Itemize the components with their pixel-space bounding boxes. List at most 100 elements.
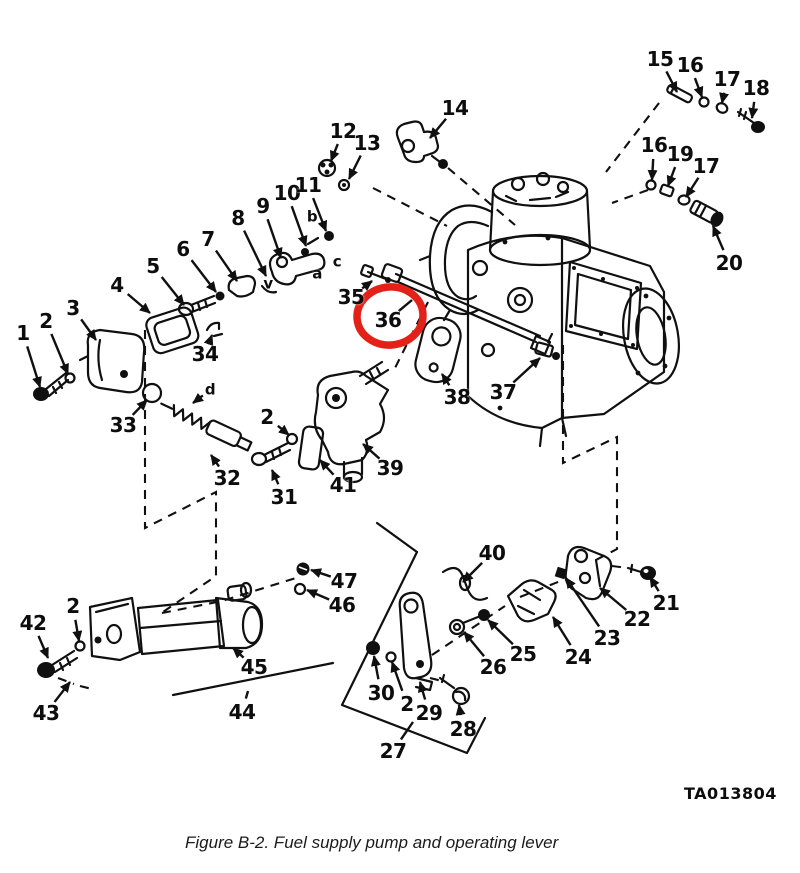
housing-39	[313, 360, 390, 484]
leader-7	[214, 249, 238, 282]
leader-2	[72, 619, 83, 642]
nut-47-slot	[298, 566, 308, 571]
leader-46	[306, 588, 330, 601]
leader-13	[347, 154, 362, 180]
leader-17	[719, 92, 729, 104]
nut-25	[478, 609, 490, 621]
leader-42	[37, 635, 50, 659]
leader-26	[463, 631, 485, 657]
cylinder-19	[659, 183, 675, 198]
fitting-14	[395, 120, 448, 169]
lever-9-assembly	[260, 231, 334, 294]
leader-15	[665, 70, 679, 93]
leader-35	[361, 280, 373, 292]
construction-lines	[57, 102, 660, 691]
ring-16b	[645, 179, 657, 191]
gasket-4	[145, 306, 200, 355]
leader-lines	[26, 70, 759, 741]
leader-33	[131, 399, 148, 416]
leader-23	[565, 577, 601, 628]
plug-20	[689, 199, 724, 227]
washer-2b	[285, 432, 299, 446]
leader-2	[390, 661, 404, 692]
leader-29	[417, 681, 428, 700]
leader-18	[748, 101, 759, 119]
bolt-31	[250, 441, 292, 467]
leader-28	[455, 704, 466, 716]
group-outlines	[171, 521, 487, 755]
leader-9	[266, 218, 283, 259]
leader-36	[397, 299, 413, 312]
leader-16	[647, 158, 658, 181]
clamp-24	[506, 579, 557, 623]
leader-34	[203, 334, 214, 347]
leader-40	[462, 562, 483, 583]
panel-44-outline	[171, 661, 335, 697]
leader-16	[693, 77, 704, 98]
leader-5	[160, 276, 185, 306]
leader-11	[311, 197, 328, 232]
leader-12	[329, 143, 340, 162]
ring-17b	[677, 194, 691, 206]
leader-10	[290, 205, 308, 247]
fitting-35	[360, 264, 391, 283]
washer-6	[215, 291, 225, 301]
leader-39	[362, 443, 381, 460]
pump-body	[418, 171, 680, 448]
leader-2	[277, 424, 290, 436]
washer-2a	[64, 372, 76, 384]
cover-3-group	[33, 328, 146, 401]
leader-19	[666, 166, 677, 187]
pin-15	[666, 83, 693, 104]
plate-number: TA013804	[684, 784, 777, 803]
plate-41	[297, 425, 325, 471]
leader-20	[711, 225, 725, 251]
leader-14	[429, 117, 447, 139]
ring-17	[715, 102, 729, 114]
bolt-42	[37, 649, 79, 678]
washer-2d	[74, 640, 86, 652]
bolt-5	[177, 294, 217, 317]
clip-34	[205, 321, 224, 338]
fitting-37	[534, 332, 560, 360]
leader-6	[190, 259, 217, 293]
nut-23	[554, 566, 568, 580]
operating-lever-group	[37, 581, 264, 678]
hardware-group-top-right	[645, 83, 765, 227]
leader-24	[551, 616, 572, 646]
leader-22	[599, 587, 628, 611]
leader-21	[648, 576, 660, 592]
leader-38	[440, 373, 452, 386]
figure-caption: Figure B-2. Fuel supply pump and operati…	[185, 833, 559, 852]
leader-45	[232, 647, 245, 659]
clamp-7	[227, 274, 257, 298]
leader-47	[310, 568, 332, 578]
leader-8	[243, 230, 268, 277]
bolt-26	[448, 615, 480, 636]
leader-25	[487, 619, 514, 646]
washer-46	[293, 582, 307, 596]
highlight-circle-36	[353, 283, 427, 349]
leader-43	[53, 681, 71, 703]
leader-d	[192, 392, 204, 404]
link-29-group	[366, 591, 471, 706]
leader-37	[512, 357, 541, 384]
leader-41	[319, 459, 335, 476]
fuel-line-36	[380, 263, 552, 356]
knob-30	[366, 641, 380, 655]
leader-32	[210, 454, 221, 468]
bolt-28	[438, 673, 471, 706]
panel-27-outline	[340, 521, 487, 755]
leader-27	[399, 721, 414, 741]
leader-17	[684, 177, 700, 198]
washer-13	[337, 178, 351, 192]
spring-plunger-32	[160, 402, 253, 452]
nut-12	[317, 158, 337, 178]
leader-1	[26, 345, 42, 388]
leader-31	[270, 469, 281, 485]
leader-3	[80, 318, 97, 341]
leader-4	[126, 293, 151, 314]
bolt-18	[736, 107, 765, 133]
